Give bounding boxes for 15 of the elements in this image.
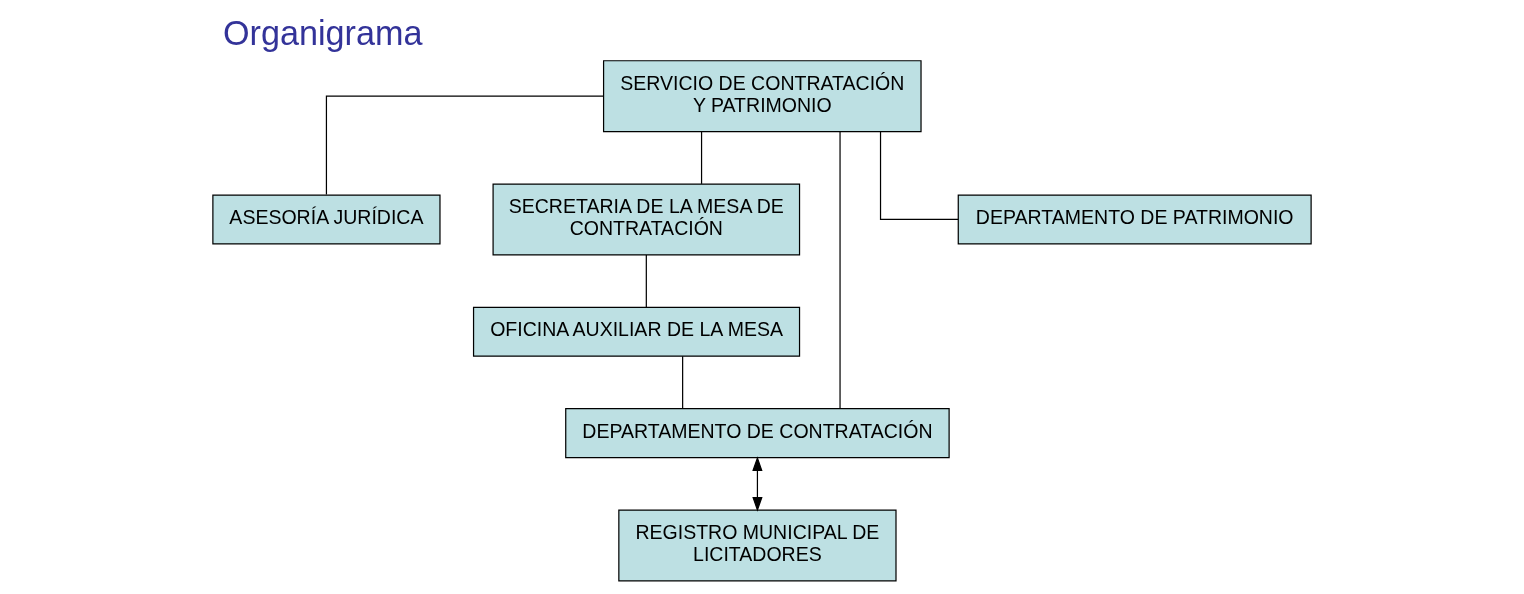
connector [700, 131, 703, 185]
connector [325, 95, 604, 196]
node-box: SECRETARIA DE LA MESA DE CONTRATACIÓN [492, 183, 801, 256]
node-box: OFICINA AUXILIAR DE LA MESA [472, 306, 801, 357]
node-box: DEPARTAMENTO DE PATRIMONIO [957, 194, 1312, 245]
node-box: DEPARTAMENTO DE CONTRATACIÓN [565, 408, 950, 459]
connector [682, 355, 684, 410]
connector [645, 254, 647, 308]
node-box: ASESORÍA JURÍDICA [212, 194, 441, 245]
node-box: REGISTRO MUNICIPAL DE LICITADORES [618, 509, 897, 582]
diagram-title: Organigrama [223, 14, 423, 53]
connector [839, 131, 841, 410]
connector [879, 131, 959, 221]
node-box: SERVICIO DE CONTRATACIÓN Y PATRIMONIO [602, 60, 922, 133]
arrow [752, 456, 763, 512]
